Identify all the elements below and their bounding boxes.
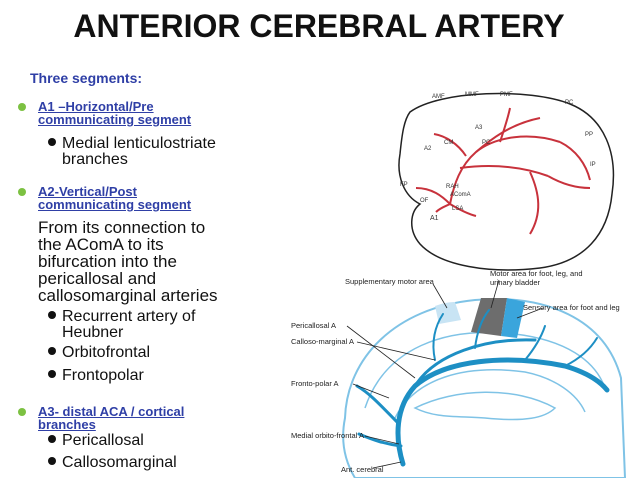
bottom-medial-diagram: Supplementary motor area Motor area for … xyxy=(291,269,627,478)
fig-label: AComA xyxy=(450,192,471,198)
sensory-area xyxy=(501,298,525,338)
a2-item-text: Recurrent artery of xyxy=(62,308,196,325)
fig-label: A1 xyxy=(430,215,439,222)
fig-label: OF xyxy=(420,198,429,204)
subtitle: Three segments: xyxy=(30,70,143,86)
blue-arteries xyxy=(355,309,610,467)
bullet-dot-icon xyxy=(48,457,56,465)
label-sensory: Sensory area for foot and leg xyxy=(523,303,620,312)
a3-heading-line1: A3- distal ACA / cortical xyxy=(38,404,185,419)
a1-item-text: Medial lenticulostriate xyxy=(62,135,216,152)
label-orbitofrontal: Medial orbito-frontal A xyxy=(291,431,364,440)
a2-item-text: Frontopolar xyxy=(62,367,144,384)
a3-item: Callosomarginal xyxy=(48,455,177,471)
a2-paragraph-line: the AComA to its xyxy=(38,235,164,254)
fig-label: MMF xyxy=(465,92,479,98)
bullet-dot-icon xyxy=(48,347,56,355)
green-bullet-icon xyxy=(18,188,26,196)
fig-label: PMF xyxy=(500,92,513,98)
a2-heading-line1: A2-Vertical/Post xyxy=(38,184,137,199)
a2-item: Orbitofrontal xyxy=(48,345,150,361)
a2-item: Recurrent artery of Heubner xyxy=(48,309,195,341)
a2-heading-line2: communicating segment xyxy=(38,197,192,212)
fig-label: LSA xyxy=(452,206,463,212)
motor-area xyxy=(471,298,507,336)
label-frontopolar: Fronto-polar A xyxy=(291,379,339,388)
a3-heading: A3- distal ACA / cortical branches xyxy=(38,405,258,431)
brain-outline xyxy=(398,92,615,271)
a1-heading-line1: A1 –Horizontal/Pre xyxy=(38,99,154,114)
fig-label: PC xyxy=(482,140,491,146)
green-bullet-icon xyxy=(18,103,26,111)
fig-label: RAH xyxy=(446,184,459,190)
top-artery-diagram: AMF MMF PMF PC A3 CM A2 PC PP IP FP RAH … xyxy=(398,92,615,271)
red-arteries xyxy=(415,107,591,235)
label-callosomarginal: Calloso-marginal A xyxy=(291,337,354,346)
a2-heading: A2-Vertical/Post communicating segment xyxy=(38,185,258,211)
a2-paragraph-line: bifurcation into the xyxy=(38,252,177,271)
fig-label: A3 xyxy=(475,125,483,131)
a3-item: Pericallosal xyxy=(48,433,144,449)
a2-paragraph: From its connection to the AComA to its … xyxy=(38,219,278,304)
fig-label: PP xyxy=(585,132,593,138)
slide-title: ANTERIOR CEREBRAL ARTERY xyxy=(73,8,565,44)
label-supplementary: Supplementary motor area xyxy=(345,277,435,286)
a2-item: Frontopolar xyxy=(48,368,144,384)
bullet-dot-icon xyxy=(48,435,56,443)
fig-label: CM xyxy=(444,140,453,146)
gyrus-line xyxy=(394,369,586,419)
a3-heading-line2: branches xyxy=(38,417,96,432)
label-motor: Motor area for foot, leg, and xyxy=(490,269,583,278)
fig-label: AMF xyxy=(432,94,445,100)
a2-item-text: Orbitofrontal xyxy=(62,344,151,361)
a2-paragraph-line: pericallosal and xyxy=(38,269,157,288)
label-pericallosal: Pericallosal A xyxy=(291,321,336,330)
label-ant-cerebral: Ant. cerebral xyxy=(341,465,384,474)
fig-label: PC xyxy=(565,100,574,106)
bullet-dot-icon xyxy=(48,311,56,319)
a1-item: Medial lenticulostriate branches xyxy=(48,136,216,168)
fig-label: IP xyxy=(590,162,596,168)
label-motor-cont: urinary bladder xyxy=(490,278,541,287)
a3-item-text: Callosomarginal xyxy=(62,454,177,471)
a2-item-text-cont: Heubner xyxy=(62,324,124,341)
bullet-dot-icon xyxy=(48,138,56,146)
a1-item-text-cont: branches xyxy=(62,151,128,168)
green-bullet-icon xyxy=(18,408,26,416)
a1-heading-line2: communicating segment xyxy=(38,112,192,127)
a2-paragraph-line: callosomarginal arteries xyxy=(38,286,218,305)
corpus-callosum xyxy=(413,391,557,421)
fig-label: FP xyxy=(400,182,408,188)
fig-label: A2 xyxy=(424,146,432,152)
leader-lines xyxy=(346,279,544,469)
bullet-dot-icon xyxy=(48,370,56,378)
a3-item-text: Pericallosal xyxy=(62,432,144,449)
supplementary-area xyxy=(435,302,461,324)
a1-heading: A1 –Horizontal/Pre communicating segment xyxy=(38,100,258,126)
a2-paragraph-line: From its connection to xyxy=(38,218,206,237)
